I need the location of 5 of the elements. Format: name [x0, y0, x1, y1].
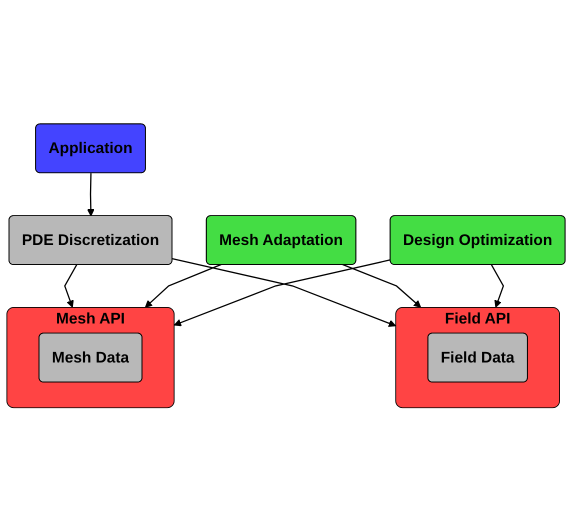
arrow — [87, 173, 95, 217]
arrow — [342, 264, 422, 308]
arrow — [144, 264, 222, 308]
arrow — [64, 264, 78, 308]
arrow — [490, 264, 504, 308]
